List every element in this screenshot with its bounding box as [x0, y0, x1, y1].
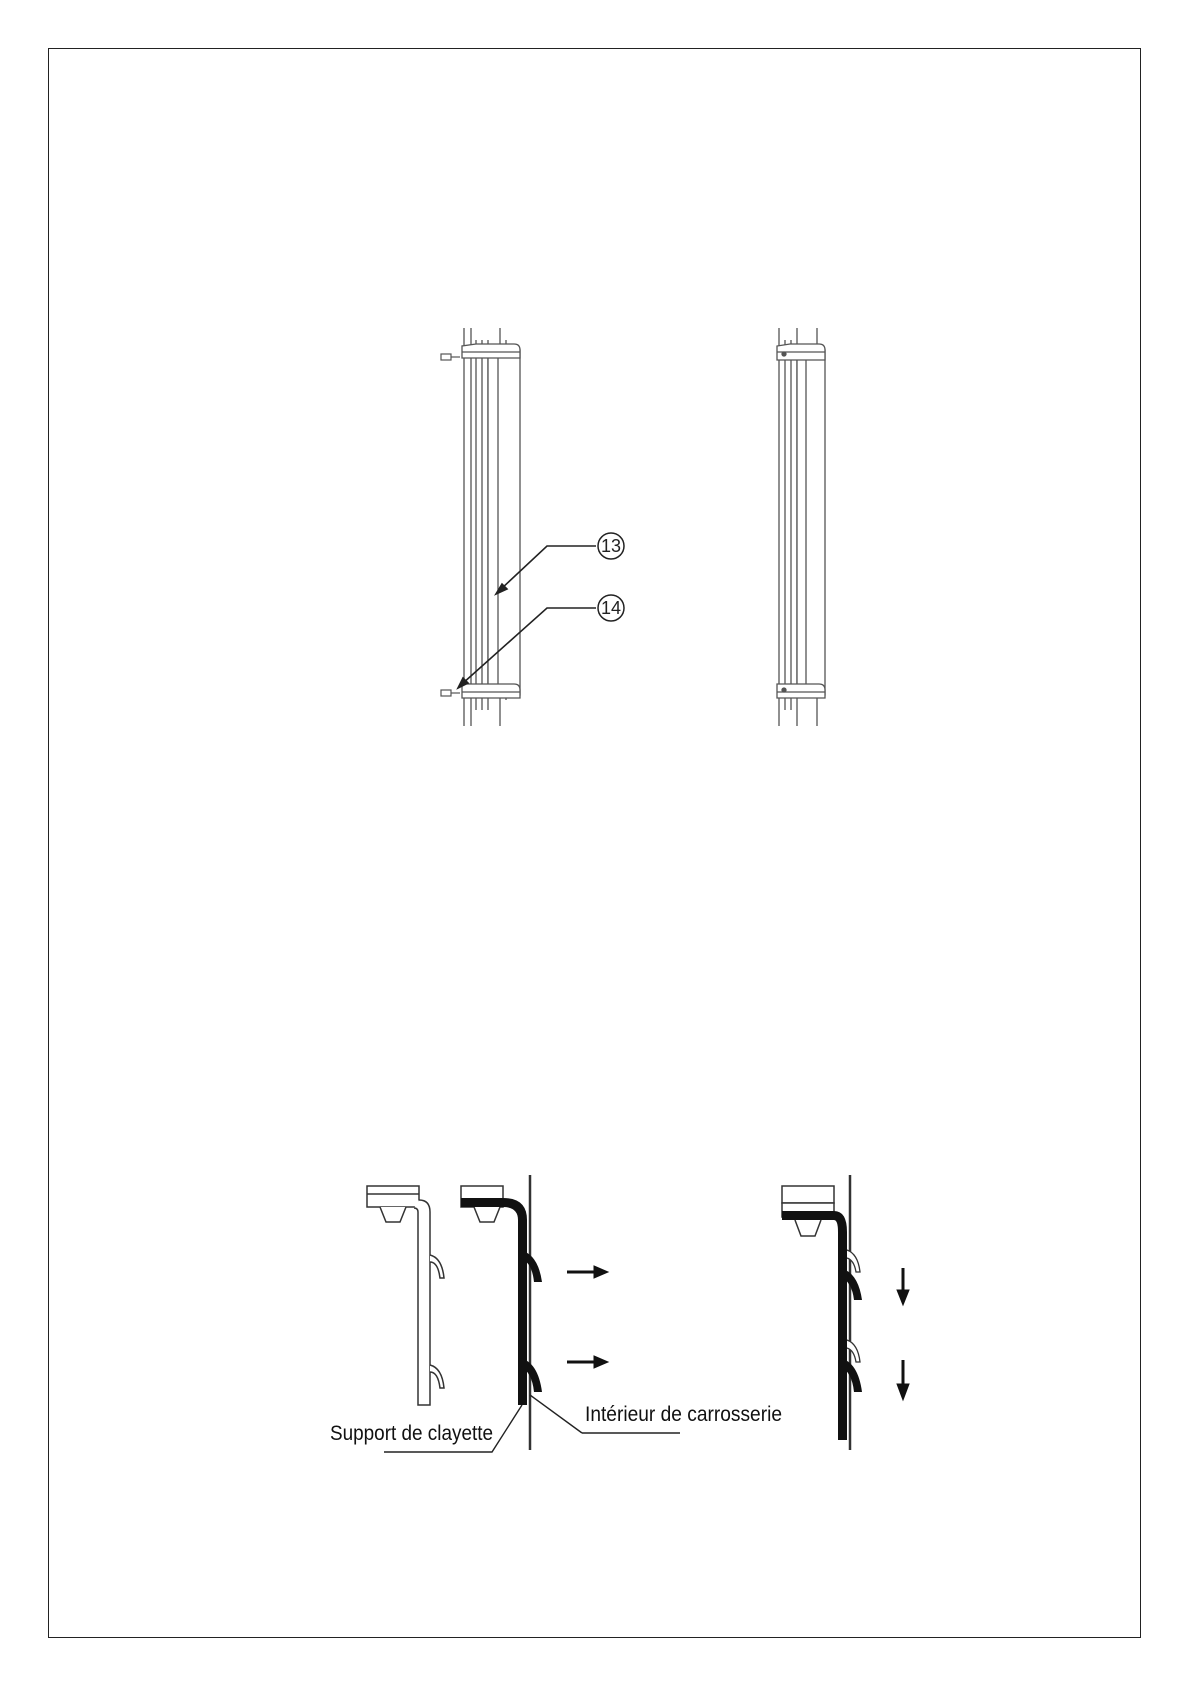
screw-bottom-left [441, 690, 460, 696]
shelf-support-sliding [782, 1175, 862, 1450]
rail-assembly-right [777, 328, 825, 726]
callout-14-number: 14 [601, 598, 621, 618]
arrow-down-2 [897, 1360, 909, 1400]
leader-lines-top [458, 546, 596, 688]
shelf-support-mounted [461, 1175, 542, 1450]
arrow-right-1 [567, 1266, 608, 1278]
callout-14: 14 [598, 595, 624, 621]
screw-top-left [441, 354, 460, 360]
label-shelf-support: Support de clayette [330, 1422, 493, 1445]
arrow-down-1 [897, 1268, 909, 1305]
rail-assembly-left [462, 328, 520, 726]
label-cabinet-interior: Intérieur de carrosserie [585, 1403, 782, 1426]
callout-13: 13 [598, 533, 624, 559]
callout-13-number: 13 [601, 536, 621, 556]
shelf-support-outline [367, 1186, 444, 1405]
arrow-right-2 [567, 1356, 608, 1368]
